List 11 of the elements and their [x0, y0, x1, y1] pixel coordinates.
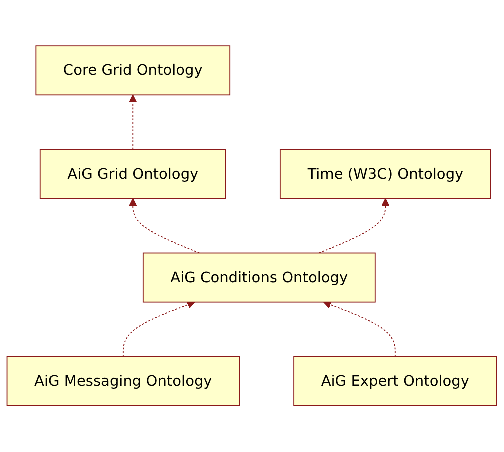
- arrow: [129, 94, 138, 150]
- arrow: [323, 301, 396, 358]
- arrow: [122, 301, 196, 358]
- node-box: AiG Expert Ontology: [294, 356, 498, 406]
- arrow: [318, 198, 390, 254]
- node-box: AiG Grid Ontology: [40, 149, 226, 200]
- node-box: AiG Messaging Ontology: [6, 356, 240, 406]
- node-box: AiG Conditions Ontology: [142, 252, 376, 303]
- node-box: Time (W3C) Ontology: [280, 149, 492, 200]
- node-box: Core Grid Ontology: [36, 46, 231, 96]
- arrow: [129, 198, 200, 254]
